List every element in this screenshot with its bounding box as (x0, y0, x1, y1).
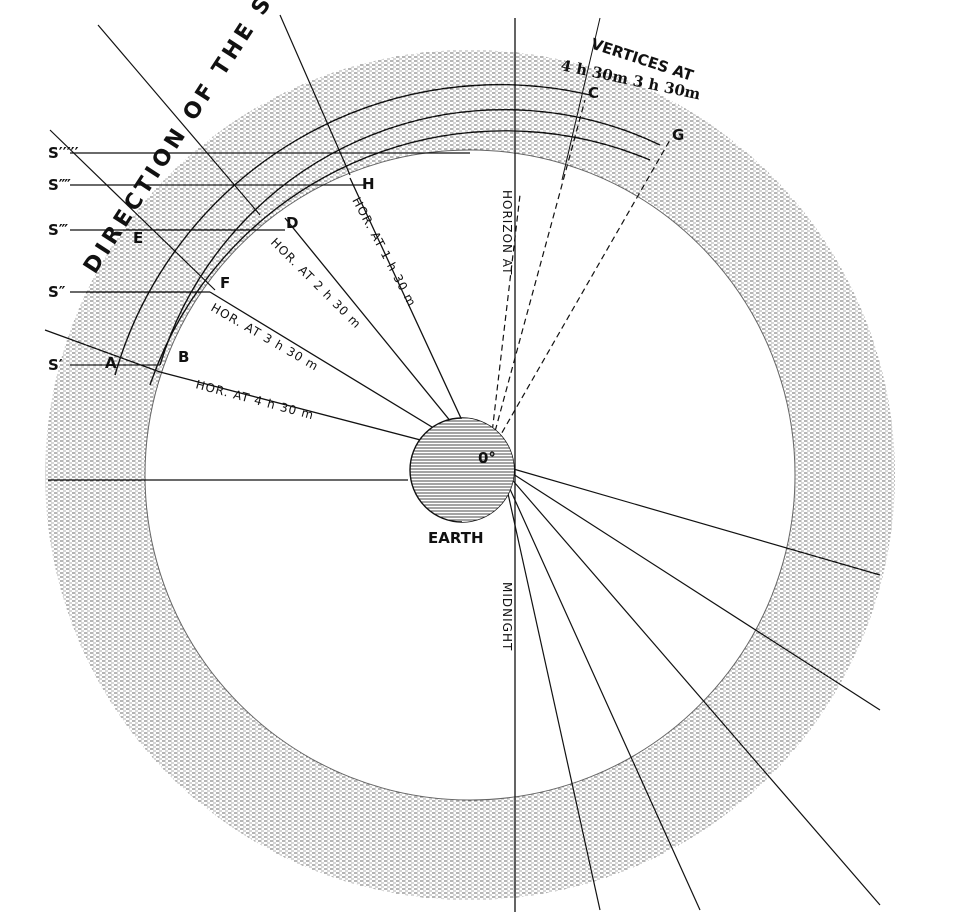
earth (409, 417, 515, 523)
earth-label: EARTH (428, 529, 484, 547)
sun-ray-label-3: S‴ (48, 221, 69, 239)
sun-direction-lines (44, 14, 351, 373)
sun-ray-label-5: S′′′′′ (48, 144, 79, 162)
point-g: G (672, 126, 684, 144)
midnight-label: MIDNIGHT (500, 582, 514, 651)
point-a: A (105, 354, 117, 372)
sun-ray-label-4: S⁗ (48, 176, 71, 194)
point-e: E (133, 229, 143, 247)
vertex-tick-line (561, 17, 601, 181)
vertex-dashed-lines (489, 99, 671, 451)
sun-ray-label-1: S′ (48, 356, 63, 374)
sun-rays (70, 152, 470, 366)
point-c: C (588, 84, 599, 102)
point-h: H (362, 175, 375, 193)
sun-ray-label-2: S″ (48, 283, 66, 301)
point-b: B (178, 348, 189, 366)
point-d: D (286, 214, 298, 232)
horizon-label: HORIZON AT (500, 190, 514, 275)
lower-right-rays (504, 467, 881, 911)
center-label: 0° (478, 449, 496, 467)
point-f: F (220, 274, 230, 292)
